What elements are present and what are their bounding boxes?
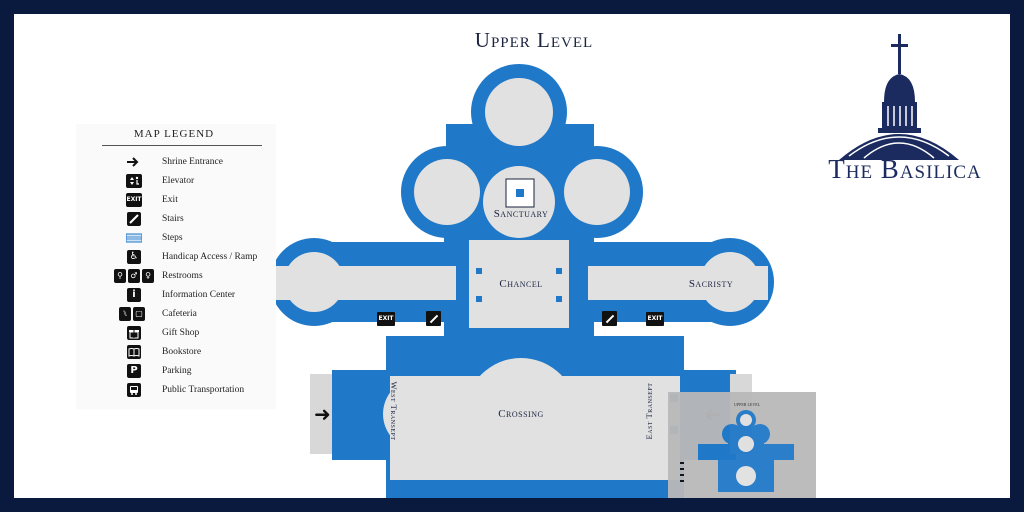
- legend-item-parking: P Parking: [104, 363, 274, 379]
- exit-icon: EXIT: [126, 193, 142, 207]
- book-icon: [127, 345, 141, 359]
- legend-item-cafeteria: ⑊ ▢ Cafeteria: [104, 306, 274, 322]
- legend-item-shrine-entrance: Shrine Entrance: [104, 154, 274, 170]
- room-label-crossing: Crossing: [498, 408, 544, 420]
- map-frame: Upper Level MAP LEGEND Shrine Entrance E…: [14, 14, 1010, 498]
- stairs-icon: [127, 212, 141, 226]
- legend-item-information: i Information Center: [104, 287, 274, 303]
- minimap-title: UPPER LEVEL: [734, 402, 761, 407]
- gift-icon: [127, 326, 141, 340]
- map-exit-marker-east: EXIT: [646, 312, 664, 326]
- bus-icon: [127, 383, 141, 397]
- legend-item-restrooms: ⚲ ♂ ♀ Restrooms: [104, 268, 274, 284]
- steps-icon: [126, 231, 142, 245]
- minimap-thumbnail[interactable]: [668, 392, 816, 498]
- page-title: Upper Level: [474, 28, 594, 52]
- wheelchair-icon: ♿: [127, 250, 141, 264]
- legend-item-gift-shop: Gift Shop: [104, 325, 274, 341]
- elevator-icon: [126, 174, 142, 188]
- basilica-logo: [839, 34, 959, 160]
- restroom-icon: ⚲ ♂ ♀: [114, 269, 154, 283]
- room-label-sanctuary: Sanctuary: [493, 208, 549, 220]
- legend-item-public-transportation: Public Transportation: [104, 382, 274, 398]
- room-label-chancel: Chancel: [499, 278, 543, 290]
- west-porch: [332, 370, 392, 460]
- legend-item-elevator: Elevator: [104, 173, 274, 189]
- info-icon: i: [127, 288, 141, 302]
- arrow-right-icon: [126, 155, 140, 169]
- logo-wordmark: The Basilica: [828, 154, 982, 184]
- legend-title: MAP LEGEND: [133, 128, 215, 140]
- legend-item-stairs: Stairs: [104, 211, 274, 227]
- legend-item-bookstore: Bookstore: [104, 344, 274, 360]
- room-label-east-transept: East Transept: [644, 382, 654, 440]
- legend-item-steps: Steps: [104, 230, 274, 246]
- legend-divider: [102, 145, 262, 146]
- legend-item-exit: EXIT Exit: [126, 193, 178, 207]
- map-stairs-marker-west: [426, 311, 441, 326]
- shrine-entrance-arrow-west: ➜: [314, 402, 331, 426]
- legend-item-handicap: ♿ Handicap Access / Ramp: [104, 249, 274, 265]
- room-label-west-transept: West Transept: [389, 381, 399, 441]
- map-legend: [76, 124, 276, 409]
- map-stairs-marker-east: [602, 311, 617, 326]
- cafeteria-icon: ⑊ ▢: [118, 307, 146, 321]
- floor-plan: [270, 64, 774, 498]
- map-exit-marker-west: EXIT: [377, 312, 395, 326]
- room-label-sacristy: Sacristy: [688, 278, 734, 290]
- parking-icon: P: [127, 364, 141, 378]
